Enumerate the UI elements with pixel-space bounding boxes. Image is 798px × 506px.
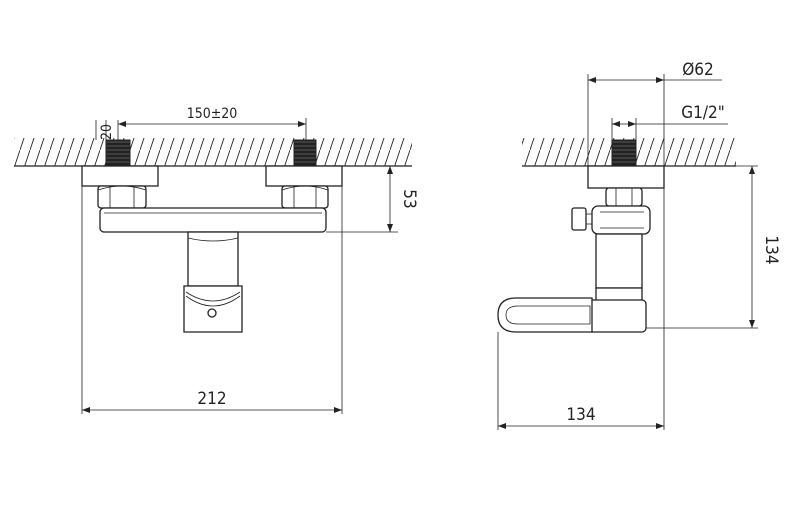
- svg-text:53: 53: [399, 189, 419, 208]
- svg-text:212: 212: [197, 389, 226, 409]
- svg-text:G1/2": G1/2": [681, 103, 725, 123]
- flange-right: [265, 165, 343, 187]
- inlet-thread-right: [293, 139, 317, 169]
- dim-total-height: 134: [749, 166, 781, 328]
- flange-left: [81, 165, 159, 187]
- svg-text:Ø62: Ø62: [682, 60, 714, 80]
- svg-text:134: 134: [566, 405, 595, 425]
- svg-text:20: 20: [99, 124, 115, 140]
- dim-wall-offset: 53: [387, 166, 419, 232]
- lever-handle: [497, 297, 593, 333]
- hex-nut-side: [605, 187, 643, 207]
- inlet-thread-left: [105, 139, 131, 169]
- dim-total-depth: 134: [498, 405, 664, 429]
- valve-body-side: [571, 205, 651, 333]
- svg-text:150±20: 150±20: [187, 106, 238, 122]
- hex-nut-right: [281, 185, 329, 209]
- wall-hatch-left: [14, 138, 412, 167]
- side-view: Ø62 G1/2" 134 134: [497, 60, 781, 430]
- outlet-column: [183, 231, 243, 333]
- valve-body-bar: [99, 207, 327, 233]
- dim-thread-size: G1/2": [612, 103, 728, 127]
- dim-center-distance: 150±20: [118, 106, 306, 127]
- front-view: 20 150±20 53 212: [14, 106, 419, 414]
- flange-side: [587, 165, 665, 189]
- dim-thread-length: 20: [99, 120, 115, 140]
- dim-flange-diameter: Ø62: [588, 60, 722, 83]
- svg-text:134: 134: [761, 235, 781, 264]
- inlet-thread-side: [611, 139, 637, 169]
- hex-nut-left: [97, 185, 147, 209]
- dim-total-width: 212: [82, 389, 342, 413]
